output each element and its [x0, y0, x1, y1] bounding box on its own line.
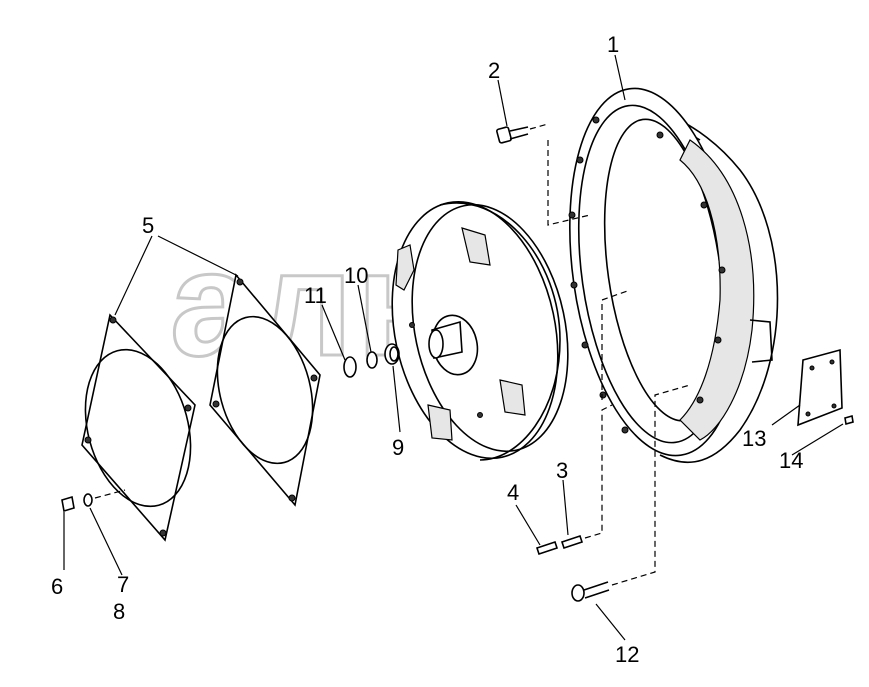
part-10-ring [366, 351, 378, 369]
part-4-pin [535, 540, 559, 556]
callout-1: 1 [607, 32, 619, 57]
callout-2: 2 [488, 58, 500, 83]
callout-12: 12 [615, 642, 639, 667]
part-7-washer [83, 493, 93, 507]
part-1-housing [568, 87, 779, 463]
part-2-bolt [496, 123, 591, 226]
parts-3-4-pins [535, 289, 631, 556]
parts-9-11-rings [343, 343, 400, 378]
part-11-ring [343, 356, 357, 378]
part-9-disc-assembly [391, 200, 569, 461]
part-6-screw [61, 495, 75, 513]
part-14-screw [844, 414, 854, 426]
callout-11: 11 [304, 283, 327, 308]
callout-6: 6 [51, 574, 63, 599]
callout-9: 9 [392, 435, 404, 460]
part-5-plates [81, 273, 321, 542]
parts-13-14-cover [797, 348, 854, 427]
callout-14: 14 [779, 448, 803, 473]
callout-labels: 1 2 3 4 5 6 7 8 9 10 11 12 13 14 [51, 32, 803, 667]
parts-6-8-screw-washer [61, 489, 126, 513]
callout-8: 8 [113, 599, 125, 624]
part-13-cover-plate [797, 348, 843, 427]
callout-13: 13 [742, 426, 766, 451]
part-12-screw [571, 384, 691, 602]
part-9-bushing [384, 343, 400, 365]
callout-5: 5 [142, 213, 154, 238]
leader-lines [63, 54, 844, 641]
housing-bolt-holes [568, 116, 726, 434]
callout-10: 10 [344, 263, 368, 288]
callout-7: 7 [117, 572, 129, 597]
part-3-pin [560, 534, 584, 550]
callout-3: 3 [556, 458, 568, 483]
callout-4: 4 [507, 480, 519, 505]
